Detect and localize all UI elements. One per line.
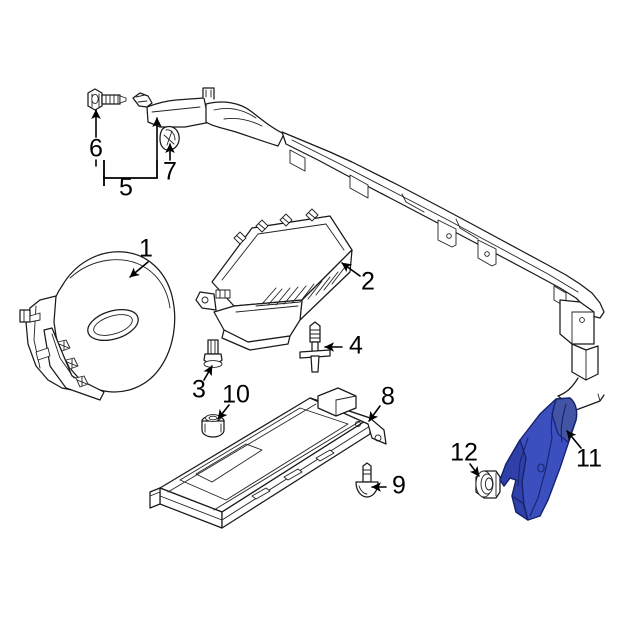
callout-labels: 1 2 3 4 5 6 7 8 9 10 11 12 (89, 135, 602, 500)
callout-label-1: 1 (139, 235, 153, 263)
callout-label-8: 8 (381, 383, 395, 411)
leader-3 (203, 365, 213, 381)
part-stud-bolt[interactable] (299, 321, 331, 373)
callout-label-4: 4 (349, 332, 363, 360)
callout-label-9: 9 (392, 472, 406, 500)
part-flange-nut-10[interactable] (201, 414, 225, 438)
leader-12 (469, 463, 480, 477)
leader-8 (368, 405, 381, 422)
leader-10 (217, 404, 230, 420)
callout-label-3: 3 (192, 376, 206, 404)
part-highlighted-mounting-bracket[interactable] (499, 397, 578, 521)
part-round-head-bolt[interactable] (355, 462, 379, 498)
part-passenger-air-bag-module[interactable] (195, 208, 353, 351)
callout-label-6: 6 (89, 135, 103, 163)
bracket-5-outline (103, 160, 158, 179)
callout-label-11: 11 (576, 445, 602, 473)
part-flange-nut-12[interactable] (475, 470, 501, 499)
part-steering-wheel-air-bag[interactable] (19, 251, 176, 401)
leader-1 (129, 261, 149, 278)
callout-label-7: 7 (163, 158, 177, 186)
callout-label-5: 5 (119, 174, 133, 202)
airbag-retention-clips (57, 339, 89, 388)
leader-11 (566, 430, 582, 449)
bracket-hole (537, 463, 545, 473)
callout-label-12: 12 (450, 439, 478, 467)
callout-label-10: 10 (222, 381, 250, 409)
airbag-module-top-tabs (233, 208, 319, 245)
leader-2 (341, 262, 361, 277)
part-hex-head-screw[interactable] (87, 88, 127, 111)
part-knee-bolster-air-bag[interactable] (149, 387, 387, 529)
callout-label-2: 2 (361, 268, 375, 296)
knee-bolster-tabs (251, 449, 335, 500)
callout-leaders (91, 109, 582, 492)
part-curtain-air-bag[interactable] (132, 87, 605, 411)
part-hex-flange-bolt[interactable] (203, 339, 223, 368)
